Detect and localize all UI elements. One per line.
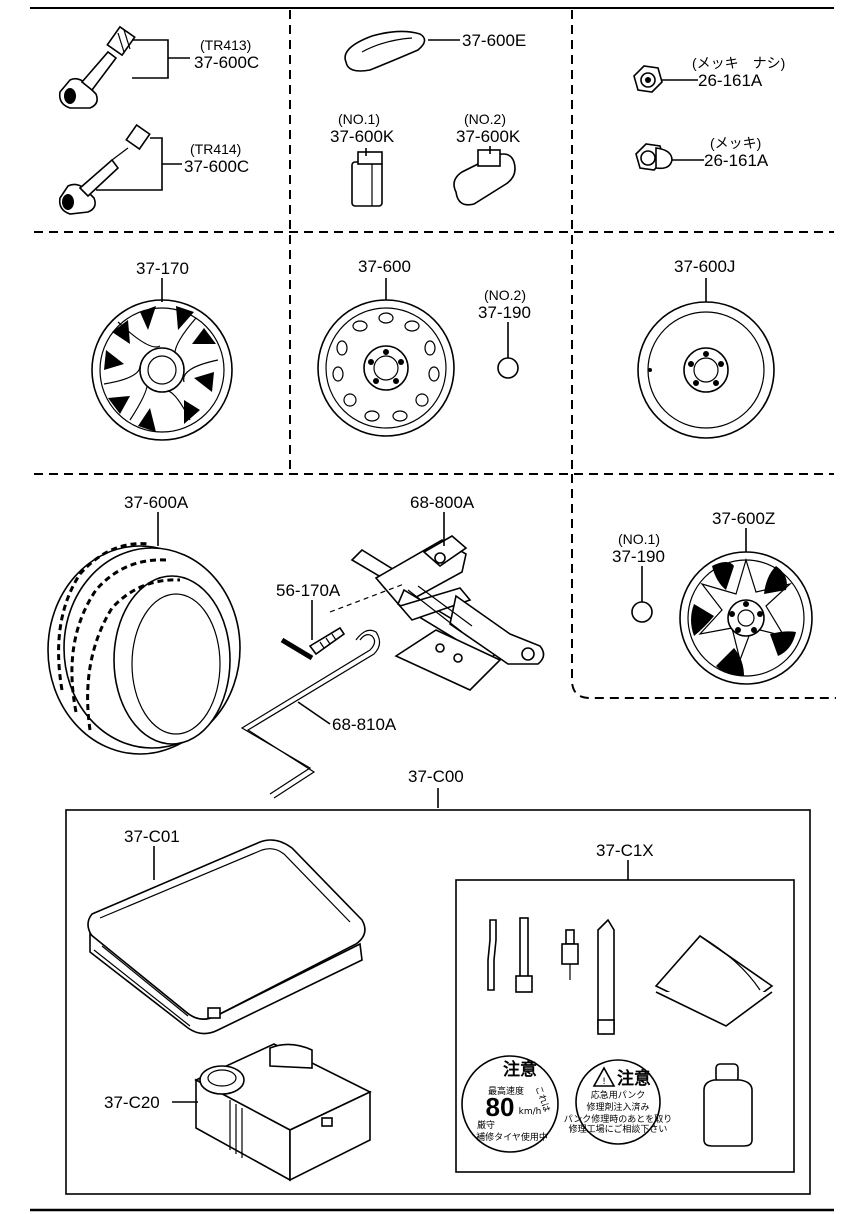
label-26-161a-2: 26-161A: [704, 151, 769, 170]
wheel-holes: [332, 312, 440, 422]
jack-handle-68-810a: [240, 629, 381, 799]
repair-sticker: ! 注意 応急用パンク 修理剤注入済み パンク修理時のあとを取り 修理工場にご相…: [564, 1059, 672, 1145]
nut-26-161a-2: [635, 143, 673, 171]
label-37-c01: 37-C01: [124, 827, 180, 846]
label-37-600j: 37-600J: [674, 257, 735, 276]
valve-core: [561, 929, 579, 980]
label-no2-cap: (NO.2): [484, 287, 526, 303]
label-68-810a: 68-810A: [332, 715, 397, 734]
speed-sticker: 注意 最高速度 80 km/h 厳守 補修タイヤ使用中 これは: [461, 1055, 559, 1153]
label-mekki-nashi: (メッキ ナシ): [692, 55, 785, 71]
label-37-600e: 37-600E: [462, 31, 526, 50]
repair-kit-37-c1x-box: [455, 879, 795, 1173]
warning-icon: !: [602, 1077, 606, 1087]
label-no1-k: (NO.1): [338, 111, 380, 127]
cap-37-190-no1: [631, 601, 653, 623]
label-no1-cap: (NO.1): [618, 531, 660, 547]
sticker2-line1: 応急用パンク: [591, 1089, 645, 1101]
label-37-c00: 37-C00: [408, 767, 464, 786]
valve-tr414: [58, 123, 151, 215]
sticker2-line3: パンク修理時のあとを取り: [564, 1113, 672, 1125]
manual-booklet: [654, 934, 774, 1027]
valve-tr413: [58, 25, 136, 109]
label-tr414: (TR414): [190, 141, 241, 157]
sticker1-line2: 厳守: [477, 1119, 495, 1131]
insert-tool: [597, 918, 615, 1035]
label-37-600k-1: 37-600K: [330, 127, 395, 146]
nut-26-161a-1: [633, 65, 663, 93]
label-37-170: 37-170: [136, 259, 189, 278]
label-68-800a: 68-800A: [410, 493, 475, 512]
weight-37-600k-no2: [453, 149, 516, 206]
jack-68-800a: [350, 535, 545, 691]
tire-37-600a: [47, 542, 241, 755]
wheel-cover-37-600z: [679, 551, 813, 685]
sealant-bottle: [703, 1063, 753, 1147]
frame: [30, 7, 836, 1212]
sticker1-speed: 80: [486, 1092, 515, 1122]
temp-wheel-37-600j: [637, 301, 775, 439]
case-37-c01: [87, 839, 366, 1035]
sticker1-arc: 補修タイヤ使用中: [476, 1131, 548, 1143]
label-37-600c-a: 37-600C: [194, 53, 259, 72]
label-37-600k-2: 37-600K: [456, 127, 521, 146]
label-37-600a: 37-600A: [124, 493, 189, 512]
steel-wheel-37-600: [317, 299, 455, 437]
label-37-600c-b: 37-600C: [184, 157, 249, 176]
label-37-c20: 37-C20: [104, 1093, 160, 1112]
label-37-600z: 37-600Z: [712, 509, 775, 528]
cap-37-190-no2: [497, 357, 519, 379]
label-37-190-2: 37-190: [478, 303, 531, 322]
sticker1-line1: 最高速度: [488, 1085, 524, 1097]
valve-tool: [515, 917, 533, 993]
kit-37-c00-box: [65, 809, 811, 1195]
sticker1-unit: km/h: [519, 1107, 542, 1117]
sticker2-line2: 修理剤注入済み: [586, 1101, 649, 1113]
sticker1-title: 注意: [503, 1059, 537, 1079]
label-no2-k: (NO.2): [464, 111, 506, 127]
sticker2-title: 注意: [617, 1068, 651, 1088]
label-37-c1x: 37-C1X: [596, 841, 654, 860]
label-26-161a-1: 26-161A: [698, 71, 763, 90]
label-tr413: (TR413): [200, 37, 251, 53]
patch-37-600e: [344, 30, 426, 72]
label-37-190-1: 37-190: [612, 547, 665, 566]
labels: (TR413) 37-600C (TR414) 37-600C 37-600E …: [104, 31, 785, 1112]
sticker2-line4: 修理工場にご相談下さい: [569, 1123, 668, 1135]
label-56-170a: 56-170A: [276, 581, 341, 600]
weight-37-600k-no1: [351, 151, 383, 207]
compressor-37-c20: [194, 1043, 372, 1182]
label-mekki: (メッキ): [710, 135, 761, 151]
bolt-56-170a: [280, 626, 346, 661]
wheel-cover-37-170: [91, 299, 233, 441]
hose-part: [487, 919, 497, 991]
label-37-600: 37-600: [358, 257, 411, 276]
